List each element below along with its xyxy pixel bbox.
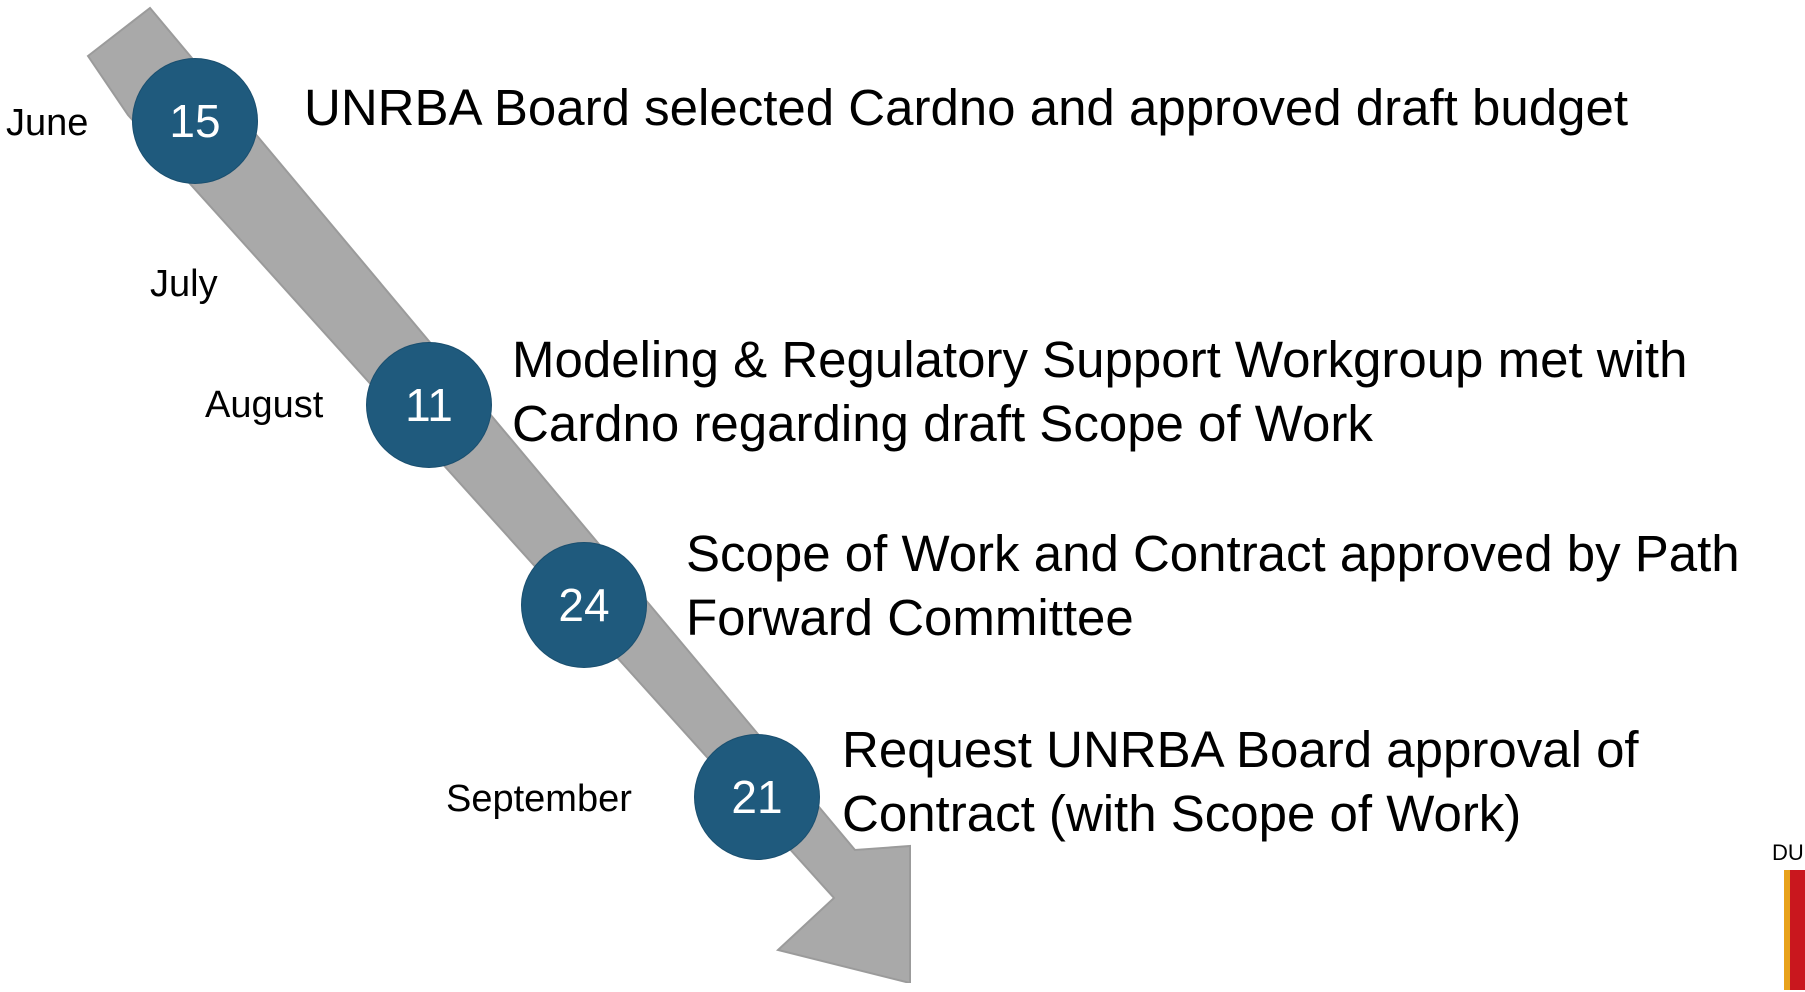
event-description-line: Request UNRBA Board approval of <box>842 721 1639 778</box>
event-description-line: Cardno regarding draft Scope of Work <box>512 395 1373 452</box>
event-day-circle: 11 <box>367 343 491 467</box>
logo: DU <box>1772 842 1805 992</box>
event-description: UNRBA Board selected Cardno and approved… <box>304 76 1628 140</box>
event-description-line: UNRBA Board selected Cardno and approved… <box>304 79 1629 136</box>
event-description-line: Scope of Work and Contract approved by P… <box>686 525 1740 582</box>
logo-text: DU <box>1772 840 1804 865</box>
logo-bar-yellow <box>1784 870 1790 990</box>
event-day-circle: 24 <box>522 543 646 667</box>
event-day-circle: 15 <box>133 59 257 183</box>
month-label-june: June <box>6 102 89 144</box>
event-description: Scope of Work and Contract approved by P… <box>686 522 1740 650</box>
month-label-july: July <box>150 263 218 305</box>
month-label-september: September <box>446 778 632 820</box>
event-description: Modeling & Regulatory Support Workgroup … <box>512 328 1687 456</box>
logo-bar-red <box>1790 870 1805 990</box>
event-description-line: Modeling & Regulatory Support Workgroup … <box>512 331 1688 388</box>
event-description-line: Contract (with Scope of Work) <box>842 785 1522 842</box>
event-description-line: Forward Committee <box>686 589 1134 646</box>
arrow-shaft-and-head <box>86 6 911 983</box>
event-description: Request UNRBA Board approval of Contract… <box>842 718 1639 846</box>
month-label-august: August <box>205 384 324 426</box>
event-day-circle: 21 <box>695 735 819 859</box>
